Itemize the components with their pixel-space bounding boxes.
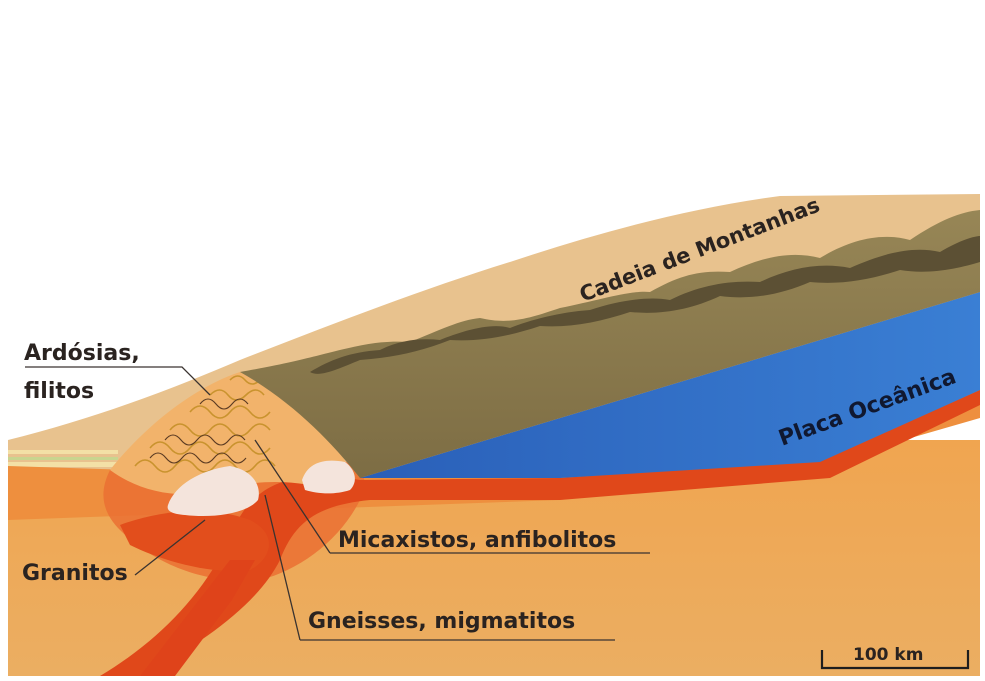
scale-label: 100 km [853,645,923,665]
label-micaschists: Micaxistos, anfibolitos [338,528,616,553]
sedimentary-layers [8,450,118,467]
label-slates-line2: filitos [24,379,94,404]
label-gneisses: Gneisses, migmatitos [308,609,575,634]
label-slates-line1: Ardósias, [24,341,140,366]
label-granites: Granitos [22,561,128,586]
